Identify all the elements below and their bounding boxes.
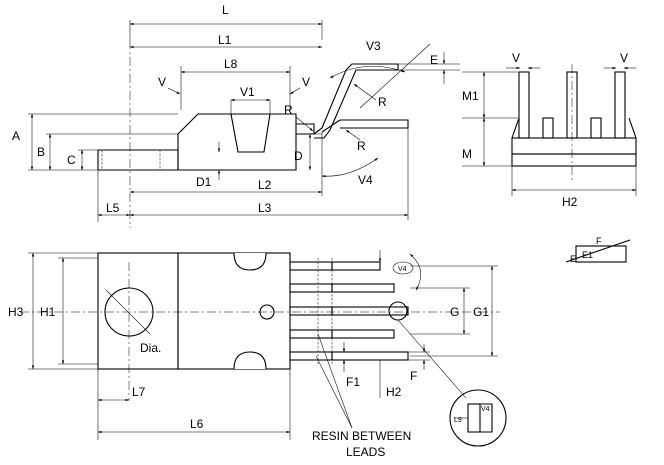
angle-V-end-left: V — [512, 51, 520, 65]
top-tab — [97, 252, 179, 370]
dim-H2-top: H2 — [386, 385, 402, 399]
angle-V4-side: V4 — [358, 173, 373, 187]
dim-C: C — [67, 153, 76, 167]
dim-L2: L2 — [258, 178, 272, 192]
side-tab — [97, 149, 179, 171]
dim-L3: L3 — [258, 201, 272, 215]
dim-L1: L1 — [218, 33, 232, 47]
top-body — [177, 252, 291, 370]
label-dia: Dia. — [140, 341, 161, 355]
end-body-top — [511, 137, 637, 155]
side-notch — [230, 113, 271, 153]
legend-E1: E1 — [582, 250, 593, 260]
dim-A: A — [12, 129, 20, 143]
end-pin-2 — [542, 117, 554, 139]
dim-B: B — [37, 145, 45, 159]
end-body-bottom — [511, 153, 637, 167]
lead-stub — [296, 123, 315, 135]
dim-G1: G1 — [473, 305, 489, 319]
top-leads — [289, 258, 409, 364]
dim-M: M — [462, 147, 472, 161]
dim-D1: D1 — [196, 175, 212, 189]
dim-H3: H3 — [8, 305, 24, 319]
dim-E: E — [430, 53, 438, 67]
body-notch-bottom — [233, 351, 267, 370]
dim-G: G — [450, 305, 459, 319]
bent-lead — [313, 63, 399, 139]
dim-L: L — [222, 3, 229, 17]
dim-L5: L5 — [106, 201, 120, 215]
dim-M1: M1 — [462, 89, 479, 103]
end-pin-4 — [590, 117, 602, 139]
detail-bubble — [449, 389, 507, 447]
dim-L8: L8 — [224, 57, 238, 71]
dim-H2-end: H2 — [562, 195, 578, 209]
top-view: RESIN BETWEEN LEADS H3 H1 Dia. L7 L6 H2 … — [8, 250, 507, 459]
dim-H1: H1 — [40, 305, 56, 319]
end-pin-5 — [614, 71, 626, 139]
angle-V4-top: V4 — [398, 266, 407, 273]
resin-label-2: LEADS — [346, 445, 385, 459]
end-view: M1 M V V H2 — [462, 51, 637, 209]
straight-lead — [340, 119, 409, 129]
body-notch-top — [233, 252, 267, 271]
lead-end-circle — [388, 301, 408, 321]
legend-E: E — [570, 254, 576, 264]
angle-V-left: V — [158, 75, 166, 89]
legend-F: F — [596, 236, 602, 246]
dim-L7: L7 — [132, 385, 146, 399]
angle-V-end-right: V — [620, 51, 628, 65]
angle-V-right: V — [302, 75, 310, 89]
angle-V3: V3 — [366, 39, 381, 53]
radius-R3: R — [357, 139, 366, 153]
chamfer-legend: F E1 E — [565, 236, 631, 264]
side-body — [177, 113, 297, 171]
end-pin-1 — [518, 71, 530, 139]
angle-V4-detail: V4 — [481, 406, 490, 413]
dim-D: D — [294, 149, 303, 163]
radius-R1: R — [284, 103, 293, 117]
side-view: L L1 L8 V V V1 V3 R R R V4 — [12, 3, 460, 228]
resin-label-1: RESIN BETWEEN — [312, 429, 411, 443]
dim-F1: F1 — [346, 375, 360, 389]
dim-L9: L9 — [454, 417, 462, 424]
radius-R2: R — [378, 95, 387, 109]
lead-link — [321, 119, 341, 133]
dim-F: F — [410, 369, 417, 383]
dim-L6: L6 — [190, 417, 204, 431]
dim-V1: V1 — [240, 85, 255, 99]
